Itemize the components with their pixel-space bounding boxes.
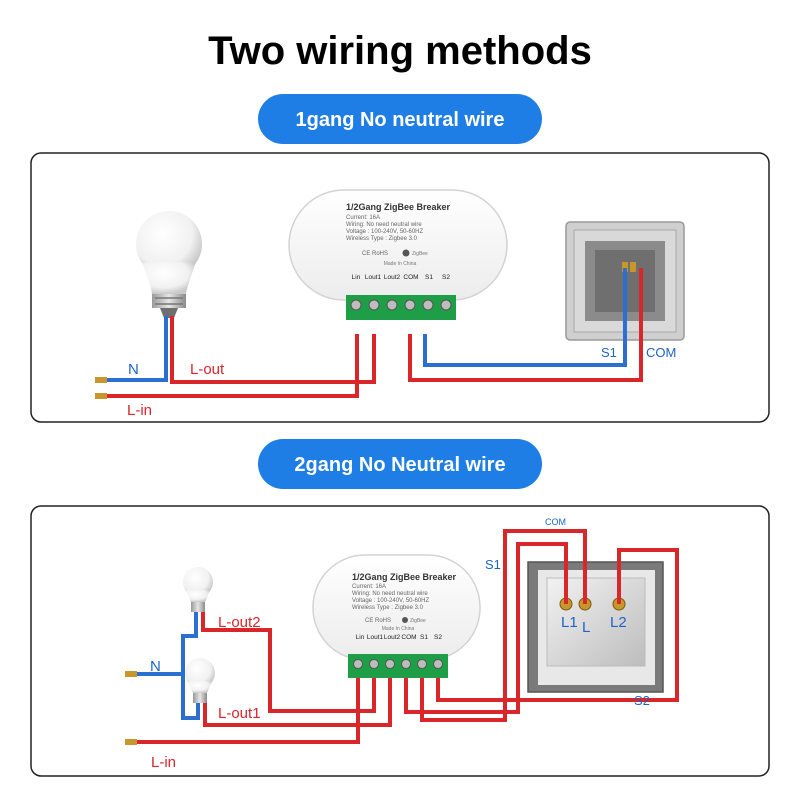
device-name: 1/2Gang ZigBee Breaker <box>352 572 457 582</box>
terminal-label: S1 <box>420 634 428 641</box>
device-spec: Wireless Type : Zigbee 3.0 <box>346 236 418 242</box>
terminal-block <box>346 295 456 320</box>
device-spec: Wiring: No need neutral wire <box>346 222 422 228</box>
device-name: 1/2Gang ZigBee Breaker <box>346 202 451 212</box>
device-spec: Current: 16A <box>346 215 380 221</box>
device-cert: CE RoHS <box>362 251 388 257</box>
terminal-label: Lin <box>352 274 361 281</box>
section-1-pill <box>258 94 542 144</box>
device-spec: Wiring: No need neutral wire <box>352 591 428 597</box>
label-com: COM <box>545 517 566 527</box>
terminal-label: S2 <box>442 274 450 281</box>
section-1gang: 1gang No neutral wire 1/2Gang ZigBee Bre… <box>30 94 770 423</box>
terminal-label: Lout2 <box>384 634 401 641</box>
page-title: Two wiring methods <box>208 29 592 73</box>
label-com: COM <box>646 345 676 360</box>
device-brand: ZigBee <box>412 251 428 257</box>
label-s1: S1 <box>485 557 501 572</box>
device-spec: Voltage : 100-240V, 50-60HZ <box>352 598 430 604</box>
zigbee-logo-icon <box>402 249 410 257</box>
label-l-out2: L-out2 <box>218 614 261 631</box>
device-spec: Current: 16A <box>352 584 386 590</box>
label-l2: L2 <box>610 614 627 631</box>
label-s1: S1 <box>601 345 617 360</box>
device-spec: Voltage : 100-240V, 50-60HZ <box>346 229 424 235</box>
zigbee-logo-icon <box>402 617 408 623</box>
label-s2: S2 <box>634 693 650 708</box>
label-n: N <box>150 658 161 675</box>
section-2gang: 2gang No Neutral wire 1/2Gang ZigBee Bre… <box>30 439 770 777</box>
zigbee-breaker-device-2: 1/2Gang ZigBee Breaker Current: 16A Wiri… <box>312 554 481 678</box>
terminal-block <box>348 654 448 678</box>
zigbee-breaker-device-1: 1/2Gang ZigBee Breaker Current: 16A Wiri… <box>288 189 508 320</box>
label-n: N <box>128 361 139 378</box>
section-1-pill-label: 1gang No neutral wire <box>296 109 505 131</box>
label-l-out1: L-out1 <box>218 705 261 722</box>
section-2-pill <box>258 439 542 489</box>
label-l-in: L-in <box>151 754 176 771</box>
wall-switch-icon <box>527 561 664 693</box>
terminal-label: Lout1 <box>367 634 384 641</box>
label-l: L <box>582 619 590 636</box>
section-2-pill-label: 2gang No Neutral wire <box>294 454 505 476</box>
terminal-label: COM <box>403 274 418 281</box>
device-brand: ZigBee <box>410 618 426 624</box>
device-spec: Wireless Type : Zigbee 3.0 <box>352 605 424 611</box>
terminal-label: Lout1 <box>365 274 382 281</box>
label-l1: L1 <box>561 614 578 631</box>
terminal-label: Lout2 <box>384 274 401 281</box>
terminal-label: S2 <box>434 634 442 641</box>
terminal-label: COM <box>401 634 416 641</box>
label-l-in: L-in <box>127 402 152 419</box>
device-origin: Made In China <box>382 626 415 632</box>
device-origin: Made In China <box>384 261 417 267</box>
light-bulb-icon <box>185 658 215 703</box>
label-l-out: L-out <box>190 361 225 378</box>
terminal-label: Lin <box>356 634 365 641</box>
light-bulb-icon <box>136 211 202 318</box>
device-cert: CE RoHS <box>365 618 391 624</box>
light-bulb-icon <box>183 567 213 612</box>
terminal-label: S1 <box>425 274 433 281</box>
